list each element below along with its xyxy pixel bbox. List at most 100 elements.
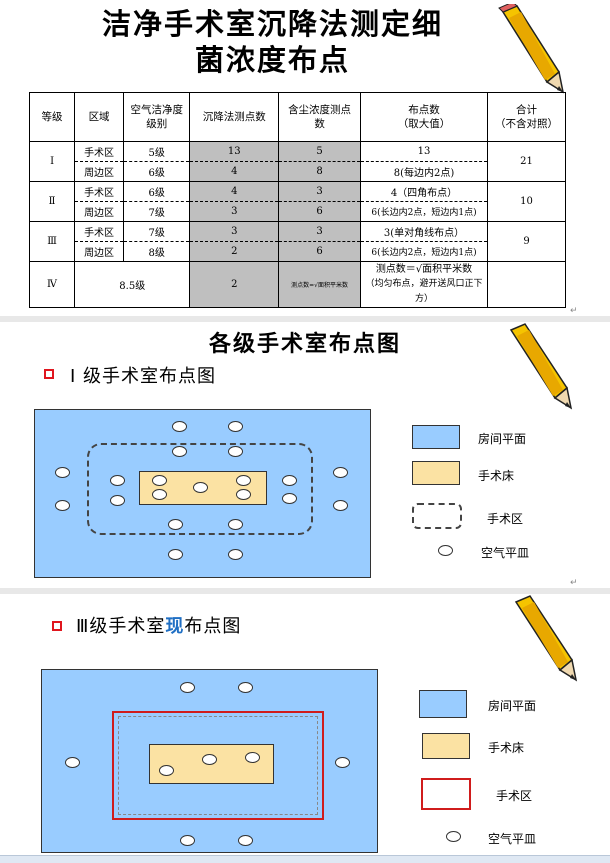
pencil-icon — [509, 323, 573, 410]
dust-cell: 3 — [278, 181, 361, 202]
slide-divider — [0, 316, 610, 322]
air-dish — [236, 489, 251, 500]
air-dish — [333, 500, 348, 511]
points-cell: 4（四角布点） — [359, 181, 489, 202]
legend-zone-swatch — [421, 778, 471, 810]
pencil-icon — [514, 595, 578, 682]
air-dish — [180, 682, 195, 693]
surgical-zone-inner — [118, 716, 318, 815]
points-formula: 测点数＝√面积平米数 — [375, 264, 473, 275]
points-cell: 3(单对角线布点） — [359, 221, 489, 242]
total-cell — [487, 261, 566, 308]
legend-dish-swatch — [438, 545, 453, 556]
air-dish — [228, 421, 243, 432]
legend-room-label: 房间平面 — [478, 432, 527, 446]
bullet-icon — [44, 369, 54, 379]
settle-cell: 2 — [189, 261, 280, 308]
total-cell: 9 — [487, 221, 566, 262]
surgical-zone — [87, 443, 313, 535]
air-dish — [238, 835, 253, 846]
level-cell: 8级 — [123, 241, 191, 262]
settle-cell: 4 — [189, 181, 280, 202]
air-dish — [168, 549, 183, 560]
legend-room-swatch — [412, 425, 460, 449]
zone-cell: 手术区 — [74, 181, 125, 202]
total-cell: 10 — [487, 181, 566, 222]
legend-zone-label: 手术区 — [496, 789, 533, 803]
air-dish — [168, 519, 183, 530]
slide1-title-line1: 洁净手术室沉降法测定细 — [101, 7, 443, 41]
legend-room-swatch — [419, 690, 467, 718]
air-dish — [152, 489, 167, 500]
zone-cell: 周边区 — [74, 161, 125, 182]
legend-zone-swatch — [412, 503, 462, 529]
pencil-icon — [498, 4, 565, 94]
dust-cell: 测点数=√面积平米数 — [278, 261, 361, 308]
settle-cell: 4 — [189, 161, 280, 182]
dust-cell: 8 — [278, 161, 361, 182]
header-dust: 含尘浓度测点数 — [278, 92, 361, 142]
dust-cell: 6 — [278, 201, 361, 222]
air-dish — [152, 475, 167, 486]
grade-cell: Ⅲ — [28, 221, 76, 262]
slide2-title: 各级手术室布点图 — [208, 332, 401, 357]
dust-cell: 3 — [278, 221, 361, 242]
air-dish — [172, 421, 187, 432]
level-cell: 5级 — [123, 141, 191, 162]
surgical-zone — [112, 711, 324, 820]
bullet-icon — [52, 621, 62, 631]
slide3-subtitle: Ⅲ级手术室现布点图 — [76, 612, 241, 638]
air-dish — [282, 475, 297, 486]
air-dish — [245, 752, 260, 763]
air-dish — [238, 682, 253, 693]
subtitle-suffix: 布点图 — [184, 616, 242, 637]
subtitle-highlight: 现 — [165, 616, 185, 637]
legend-bed-label: 手术床 — [488, 741, 525, 755]
settle-cell: 2 — [189, 241, 280, 262]
slide-divider — [0, 588, 610, 594]
header-grade: 等级 — [28, 92, 76, 142]
total-cell: 21 — [487, 141, 566, 182]
grade-cell: Ⅱ — [28, 181, 76, 222]
air-dish — [193, 482, 208, 493]
zone-cell: 周边区 — [74, 201, 125, 222]
air-dish — [55, 467, 70, 478]
settle-cell: 3 — [189, 221, 280, 242]
status-strip — [0, 855, 610, 863]
zone-cell: 手术区 — [74, 221, 125, 242]
level-cell: 6级 — [123, 181, 191, 202]
sampling-table: 等级 区域 空气洁净度级别 沉降法测点数 含尘浓度测点数 布点数 （取大值） 合… — [28, 92, 566, 308]
settle-cell: 13 — [189, 141, 280, 162]
air-dish — [65, 757, 80, 768]
legend-dish-swatch — [446, 831, 461, 842]
dust-cell: 5 — [278, 141, 361, 162]
zone-cell: 8.5级 — [74, 261, 191, 308]
points-cell: 6(长边内2点，短边内1点) — [359, 201, 489, 222]
legend-bed-swatch — [422, 733, 470, 759]
return-mark-icon: ↵ — [570, 578, 578, 588]
air-dish — [202, 754, 217, 765]
legend-zone-label: 手术区 — [487, 512, 524, 526]
air-dish — [110, 495, 125, 506]
zone-cell: 手术区 — [74, 141, 125, 162]
air-dish — [335, 757, 350, 768]
air-dish — [282, 493, 297, 504]
air-dish — [159, 765, 174, 776]
grade-cell: Ⅳ — [28, 261, 76, 308]
air-dish — [228, 446, 243, 457]
points-note: （均匀布点，避开送风口正下方） — [365, 279, 483, 304]
air-dish — [110, 475, 125, 486]
header-settle: 沉降法测点数 — [189, 92, 280, 142]
air-dish — [333, 467, 348, 478]
level-cell: 7级 — [123, 201, 191, 222]
air-dish — [172, 446, 187, 457]
zone-cell: 周边区 — [74, 241, 125, 262]
legend-dish-label: 空气平皿 — [488, 832, 537, 846]
slide2-subtitle: Ⅰ 级手术室布点图 — [70, 366, 217, 387]
air-dish — [55, 500, 70, 511]
level-cell: 7级 — [123, 221, 191, 242]
points-cell: 8(每边内2点) — [359, 161, 489, 182]
air-dish — [228, 519, 243, 530]
legend-dish-label: 空气平皿 — [481, 546, 530, 560]
legend-room-label: 房间平面 — [488, 699, 537, 713]
